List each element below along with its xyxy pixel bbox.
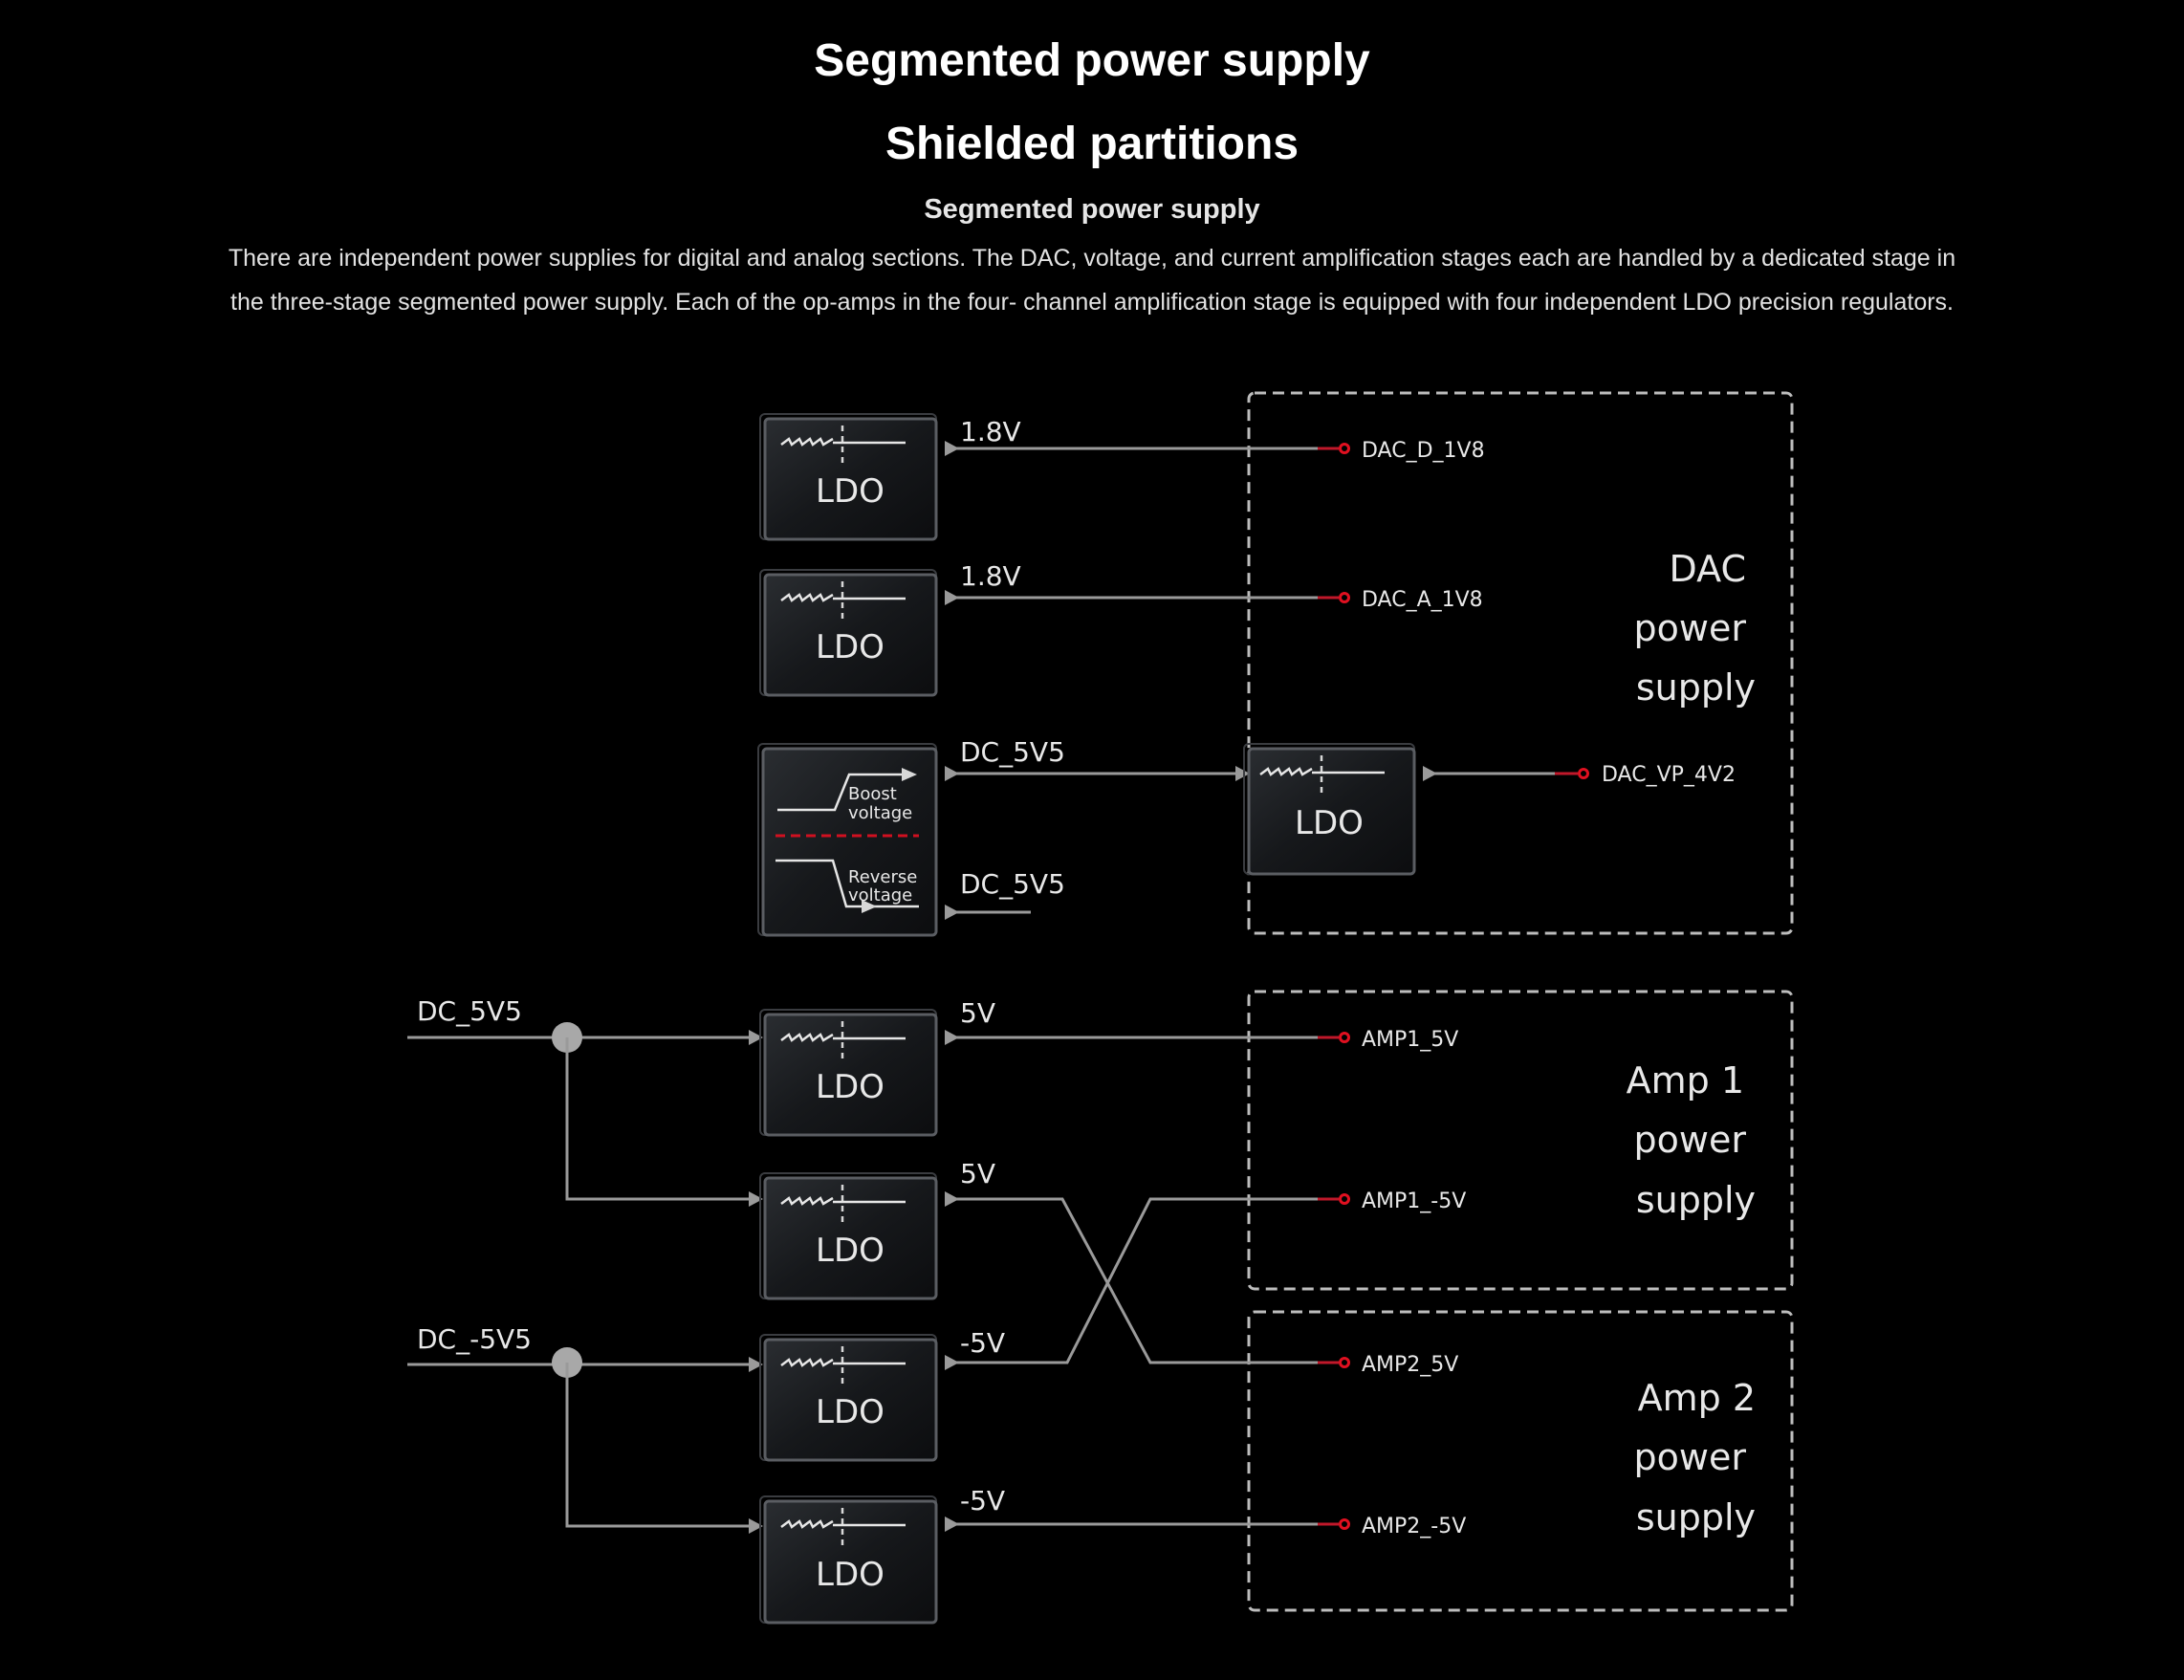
voltage-label: DC_5V5 [960, 868, 1065, 900]
ldo-label: LDO [816, 1232, 885, 1270]
dac-power-group [1247, 391, 1794, 935]
boost-curve-icon [777, 773, 911, 812]
amp2-power-group [1247, 1310, 1794, 1612]
boost-reverse-converter-block: Boost voltage Reverse voltage [757, 743, 938, 937]
net-label: DAC_VP_4V2 [1602, 763, 1736, 787]
ldo-label: LDO [816, 1068, 885, 1106]
voltage-label: DC_5V5 [960, 736, 1065, 768]
voltage-label: 5V [960, 997, 995, 1029]
arrow-icon [749, 1191, 763, 1207]
pin-icon [1339, 1518, 1350, 1530]
net-label: AMP1_-5V [1362, 1189, 1466, 1213]
reverse-label: voltage [848, 885, 912, 905]
arrow-icon [749, 1357, 763, 1372]
ldo-label: LDO [1295, 804, 1364, 842]
ldo-label: LDO [816, 1393, 885, 1431]
ldo-block: LDO [1243, 743, 1416, 876]
net-label: DAC_D_1V8 [1362, 439, 1485, 463]
net-label: AMP2_-5V [1362, 1515, 1466, 1538]
ldo-block: LDO [759, 1334, 938, 1462]
voltage-label: 5V [960, 1158, 995, 1189]
net-label: AMP2_5V [1362, 1353, 1458, 1377]
ldo-block: LDO [759, 569, 938, 697]
group-label-line1: DAC [1670, 548, 1746, 590]
pin-icon [1339, 1032, 1350, 1043]
arrow-icon [1235, 766, 1250, 781]
reverse-label: Reverse [848, 867, 917, 887]
ldo-block: LDO [759, 1172, 938, 1300]
net-label: DAC_A_1V8 [1362, 588, 1483, 612]
voltage-label: -5V [960, 1327, 1005, 1359]
pin-icon [1339, 592, 1350, 603]
group-label-line2: power [1634, 607, 1747, 649]
ldo-block: LDO [759, 1009, 938, 1137]
pin-icon [1339, 1357, 1350, 1368]
group-label-line3: supply [1636, 1179, 1756, 1221]
section-title: Segmented power supply [924, 194, 1260, 225]
input-label: DC_-5V5 [417, 1323, 532, 1355]
ldo-block: LDO [759, 1495, 938, 1625]
group-label-line3: supply [1636, 666, 1756, 709]
boost-label: Boost [848, 784, 897, 804]
pin-icon [1578, 768, 1589, 779]
ldo-label: LDO [816, 628, 885, 666]
amp1-power-group [1247, 990, 1794, 1291]
pin-icon [1339, 443, 1350, 454]
arrow-icon [749, 1518, 763, 1534]
arrow-icon [749, 1030, 763, 1045]
net-label: AMP1_5V [1362, 1028, 1458, 1052]
ldo-label: LDO [816, 472, 885, 511]
voltage-label: -5V [960, 1485, 1005, 1516]
boost-label: voltage [848, 803, 912, 823]
pin-icon [1339, 1193, 1350, 1205]
group-label-line3: supply [1636, 1496, 1756, 1538]
ldo-block: LDO [759, 413, 938, 541]
group-label-line1: Amp 2 [1638, 1377, 1756, 1419]
voltage-label: 1.8V [960, 416, 1021, 447]
page-title: Segmented power supply [814, 35, 1370, 86]
group-label-line2: power [1634, 1119, 1747, 1161]
reverse-curve-icon [775, 859, 919, 908]
voltage-label: 1.8V [960, 560, 1021, 592]
input-label: DC_5V5 [417, 995, 522, 1027]
section-description: There are independent power supplies for… [228, 245, 1956, 316]
group-label-line2: power [1634, 1436, 1747, 1478]
group-label-line1: Amp 1 [1627, 1059, 1744, 1102]
page-subtitle: Shielded partitions [885, 119, 1299, 169]
ldo-label: LDO [816, 1556, 885, 1594]
